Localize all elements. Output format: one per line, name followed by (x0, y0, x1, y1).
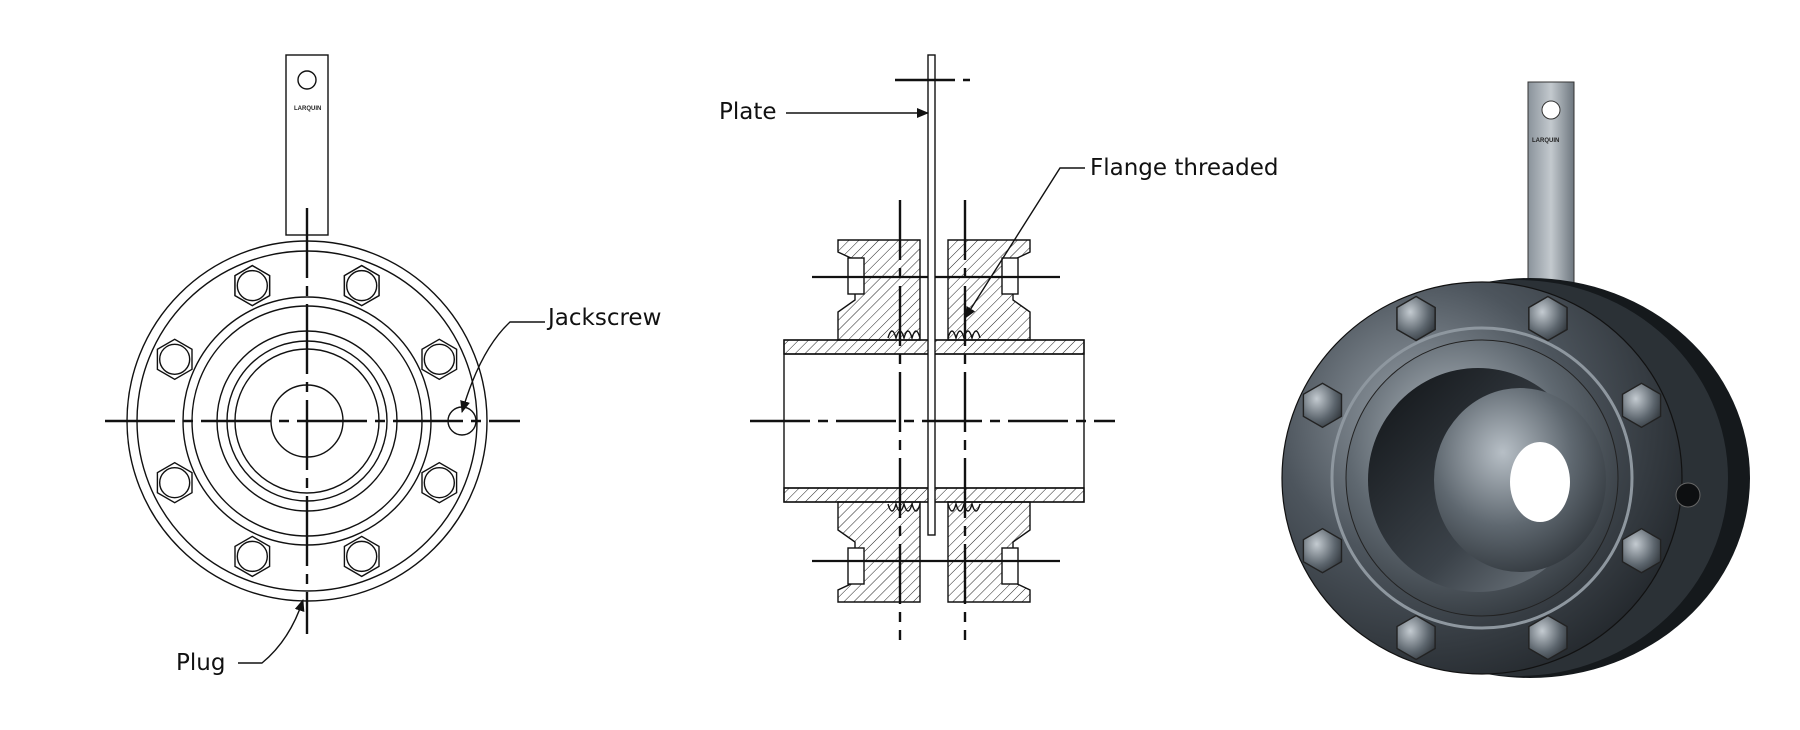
bolt-hex (156, 338, 193, 381)
flange-threaded-leader (964, 167, 1085, 319)
bolt-washer (236, 269, 269, 302)
tab-brand-text: LARQUIN (294, 106, 321, 112)
label-plug: Plug (176, 650, 226, 676)
plate-tab (285, 54, 329, 236)
bolt-hex (1528, 295, 1568, 342)
bolt-washer (423, 467, 456, 499)
label-flange-threaded: Flange threaded (1090, 155, 1279, 181)
bolt-washer (345, 540, 378, 573)
bolt-hex (1621, 382, 1662, 429)
jackscrew-leader (460, 321, 545, 413)
bolt-hex (421, 338, 458, 381)
section-view (750, 54, 1115, 640)
bolt-circle (156, 264, 458, 578)
render-tab-brand-text: LARQUIN (1532, 138, 1559, 144)
plug-leader (238, 599, 305, 664)
bolt-hex (156, 461, 193, 504)
front-view: LARQUIN (105, 54, 545, 664)
bolt-hex (234, 264, 271, 307)
orifice-plate (927, 54, 936, 536)
bolt-hex (234, 535, 271, 578)
render-bolts (1302, 295, 1662, 661)
label-jackscrew: Jackscrew (548, 305, 662, 331)
bolt-hex (1621, 527, 1662, 574)
bolt-hex (343, 264, 380, 307)
bolt-washer (423, 343, 456, 375)
tab-hole (297, 70, 317, 90)
bolt-hex (1302, 382, 1343, 429)
bolt-hex (421, 461, 458, 504)
bolt-washer (345, 269, 378, 302)
label-plate: Plate (719, 99, 777, 125)
orifice-bore (1510, 442, 1570, 522)
flange-3d-render: LARQUIN (1281, 81, 1750, 678)
bolt-hex (1528, 614, 1568, 661)
bolt-washer (158, 467, 191, 499)
bolt-hex (1302, 527, 1343, 574)
bolt-washer (236, 540, 269, 573)
bolt-hex (343, 535, 380, 578)
bolt-washer (158, 343, 191, 375)
render-tab-hole (1541, 100, 1561, 120)
bolt-hex (1396, 295, 1436, 342)
bolt-hex (1396, 614, 1436, 661)
